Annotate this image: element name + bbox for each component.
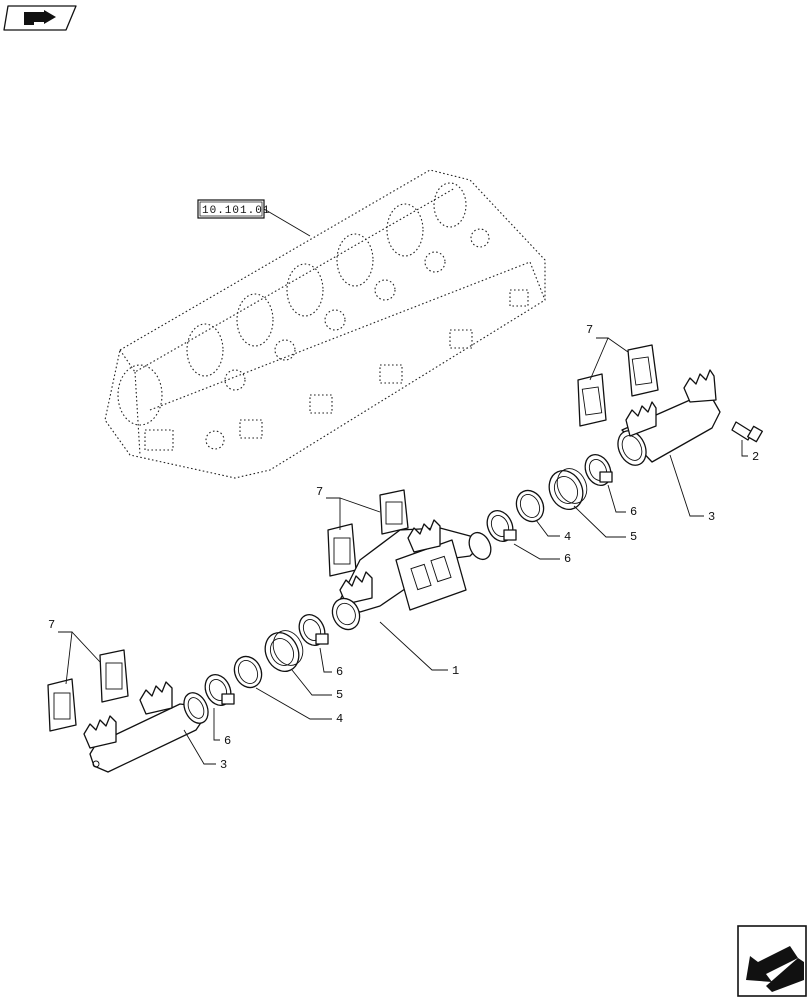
- bolt[interactable]: [731, 421, 763, 443]
- callout-6-right-outer: 6: [630, 505, 637, 519]
- exhaust-pipe-right[interactable]: [613, 369, 721, 470]
- bellows-right[interactable]: [543, 464, 592, 515]
- gasket-left-upper[interactable]: [99, 649, 129, 703]
- callout-5-right: 5: [630, 530, 637, 544]
- gasket-right-lower[interactable]: [577, 373, 607, 427]
- callout-7-left: 7: [48, 618, 55, 632]
- cylinder-head-phantom: [104, 169, 546, 479]
- callout-3-left: 3: [220, 758, 227, 772]
- callout-1: 1: [452, 664, 459, 678]
- valve-bosses: [224, 228, 490, 391]
- sleeve-right[interactable]: [511, 486, 548, 526]
- gasket-right-upper[interactable]: [627, 344, 659, 397]
- clamp-left-inner[interactable]: [294, 610, 329, 649]
- callout-5-left: 5: [336, 688, 343, 702]
- callout-6-right-inner: 6: [564, 552, 571, 566]
- reference-box-text: 10.101.01: [202, 205, 270, 217]
- exhaust-pipe-left[interactable]: [83, 681, 213, 773]
- callout-7-center: 7: [316, 485, 323, 499]
- head-face-pads: [144, 289, 529, 451]
- gasket-center-lower[interactable]: [327, 523, 357, 577]
- gasket-center-upper[interactable]: [379, 489, 409, 535]
- callout-4-right: 4: [564, 530, 571, 544]
- callout-6-left-inner: 6: [336, 665, 343, 679]
- exhaust-manifold[interactable]: [327, 519, 495, 634]
- clamp-right-outer[interactable]: [580, 450, 615, 489]
- reference-box[interactable]: 10.101.01: [197, 199, 311, 237]
- cylinder-ports: [117, 182, 467, 426]
- callout-7-right: 7: [586, 323, 593, 337]
- book-pointer-icon[interactable]: [3, 5, 77, 31]
- clamp-left-outer[interactable]: [200, 670, 235, 709]
- clamp-right-inner[interactable]: [482, 506, 517, 545]
- next-page-arrow-icon[interactable]: [737, 925, 807, 997]
- gasket-left-lower[interactable]: [47, 678, 77, 732]
- bellows-left[interactable]: [259, 626, 308, 677]
- sleeve-left[interactable]: [229, 652, 266, 692]
- callout-6-left-outer: 6: [224, 734, 231, 748]
- callout-4-left: 4: [336, 712, 343, 726]
- callout-3-right: 3: [708, 510, 715, 524]
- callout-2: 2: [752, 450, 759, 464]
